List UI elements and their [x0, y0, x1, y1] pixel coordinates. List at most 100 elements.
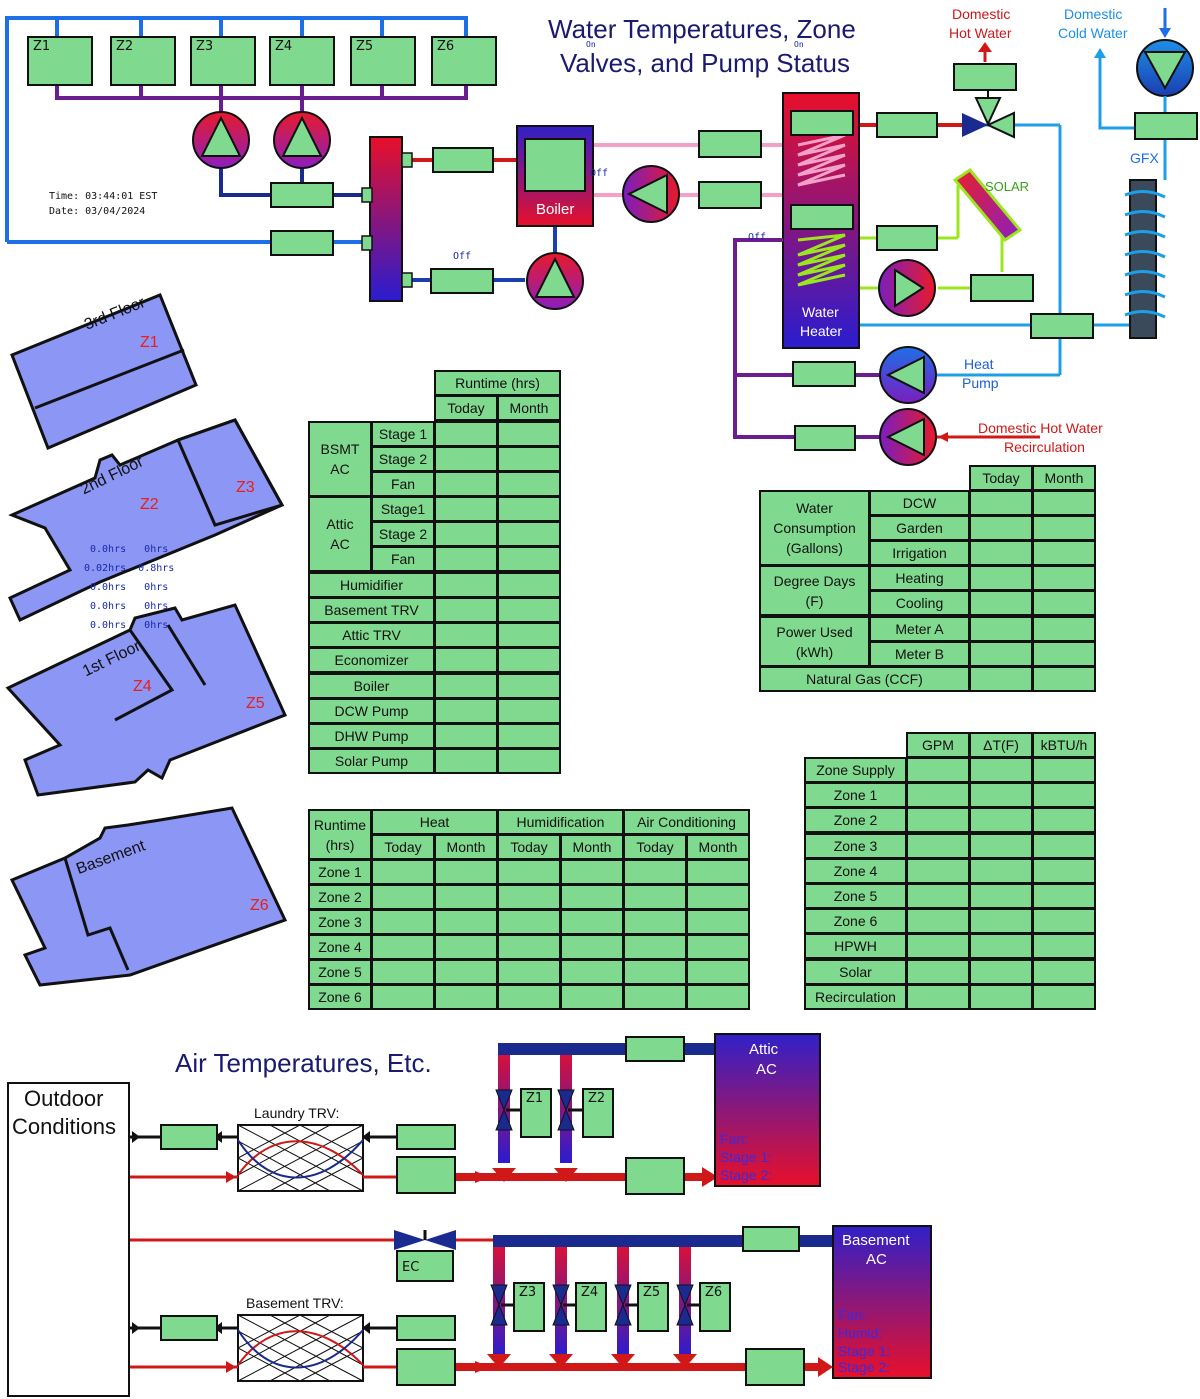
outdoor-label-1: Outdoor — [24, 1086, 104, 1111]
ec-label: EC — [402, 1260, 420, 1275]
air-temp-readout — [745, 1348, 805, 1386]
basement-status: Stage 1: — [838, 1343, 891, 1359]
floor-zone-z1: Z1 — [140, 334, 159, 351]
value-cell — [434, 496, 498, 522]
water-title-line2: Valves, and Pump Status — [560, 48, 851, 78]
row-label: Basement TRV — [308, 597, 435, 623]
floor-zone-z2: Z2 — [140, 496, 159, 513]
zone-label: Z5 — [643, 1285, 661, 1300]
value-cell — [434, 984, 498, 1010]
value-cell — [686, 884, 750, 910]
value-cell — [686, 959, 750, 985]
floor-zone-z5: Z5 — [246, 695, 265, 712]
floor-zone-z4: Z4 — [133, 678, 152, 695]
row-label: Stage 2 — [371, 521, 435, 547]
temp-readout — [270, 230, 334, 256]
row-label: Economizer — [308, 647, 435, 673]
value-cell — [434, 572, 498, 598]
value-cell — [906, 857, 970, 884]
domestic-cold-label-2: Cold Water — [1058, 25, 1128, 41]
value-cell — [1032, 757, 1096, 783]
zone-box-z6: Z6 — [431, 36, 497, 86]
row-label: Heating — [869, 565, 970, 591]
row-label: Zone 2 — [308, 884, 372, 910]
value-cell — [686, 984, 750, 1010]
attic-status: Stage 2: — [720, 1167, 773, 1183]
value-cell — [560, 984, 624, 1010]
floor-2nd — [8, 418, 285, 623]
floor-zone-z3: Z3 — [236, 479, 255, 496]
air-temp-readout — [396, 1348, 456, 1386]
row-label: Zone 3 — [804, 832, 907, 859]
value-cell — [686, 859, 750, 885]
status-on-2: On — [794, 40, 804, 49]
value-cell — [969, 666, 1033, 692]
value-cell — [497, 622, 561, 648]
col-gpm: GPM — [906, 732, 970, 758]
temp-readout — [698, 181, 762, 209]
value-cell — [969, 883, 1033, 909]
runtime-header: Runtime (hrs) — [434, 370, 561, 396]
floating-stat: 0.0hrs 0hrs — [90, 601, 169, 612]
value-cell — [1032, 540, 1096, 566]
attic-ac-label-2: AC — [756, 1061, 777, 1078]
subcolumn-header: Today — [623, 834, 687, 860]
air-temp-readout — [625, 1036, 685, 1062]
subcolumn-header: Today — [497, 834, 561, 860]
zone-label: Z2 — [116, 39, 134, 54]
subcolumn-header: Month — [434, 834, 498, 860]
value-cell — [497, 572, 561, 598]
value-cell — [497, 984, 561, 1010]
supply-pipe-loop — [5, 16, 468, 242]
wh-status: Off — [748, 232, 767, 243]
temp-readout — [430, 268, 494, 294]
value-cell — [497, 698, 561, 724]
value-cell — [434, 934, 498, 960]
bsmt-damper-z5 — [614, 1284, 637, 1326]
row-label: Zone 5 — [308, 959, 372, 985]
col-today: Today — [969, 465, 1033, 491]
boiler-pump-status: Off — [453, 251, 472, 262]
water-heater-label-1: Water — [802, 304, 839, 320]
value-cell — [434, 723, 498, 749]
subcolumn-header: Today — [371, 834, 435, 860]
temp-readout — [1030, 313, 1094, 339]
row-label: Boiler — [308, 673, 435, 699]
value-cell — [969, 590, 1033, 616]
value-cell — [969, 857, 1033, 884]
value-cell — [969, 616, 1033, 642]
value-cell — [969, 958, 1033, 985]
value-cell — [497, 884, 561, 910]
air-temp-readout — [396, 1124, 456, 1150]
boiler-temp-readout — [524, 138, 586, 192]
value-cell — [371, 909, 435, 935]
zone-label: Z2 — [588, 1091, 606, 1106]
zone-pump-2 — [273, 111, 331, 169]
value-cell — [906, 757, 970, 783]
outdoor-conditions-box — [7, 1082, 130, 1397]
value-cell — [434, 959, 498, 985]
row-label: Fan — [371, 471, 435, 497]
row-label: DHW Pump — [308, 723, 435, 749]
row-label: DCW Pump — [308, 698, 435, 724]
value-cell — [434, 748, 498, 774]
value-cell — [906, 933, 970, 960]
value-cell — [434, 859, 498, 885]
value-cell — [969, 540, 1033, 566]
attic-ac-label-1: Attic — [749, 1041, 779, 1058]
value-cell — [497, 959, 561, 985]
floor-1st — [5, 603, 288, 797]
value-cell — [969, 983, 1033, 1010]
gfx-unit — [1129, 179, 1157, 339]
row-label: Zone 1 — [308, 859, 372, 885]
value-cell — [1032, 983, 1096, 1010]
row-label: Zone 6 — [308, 984, 372, 1010]
temp-readout — [698, 130, 762, 158]
value-cell — [371, 884, 435, 910]
group-humidification: Humidification — [497, 809, 624, 835]
row-label: Solar — [804, 958, 907, 985]
value-cell — [434, 471, 498, 497]
value-cell — [497, 673, 561, 699]
